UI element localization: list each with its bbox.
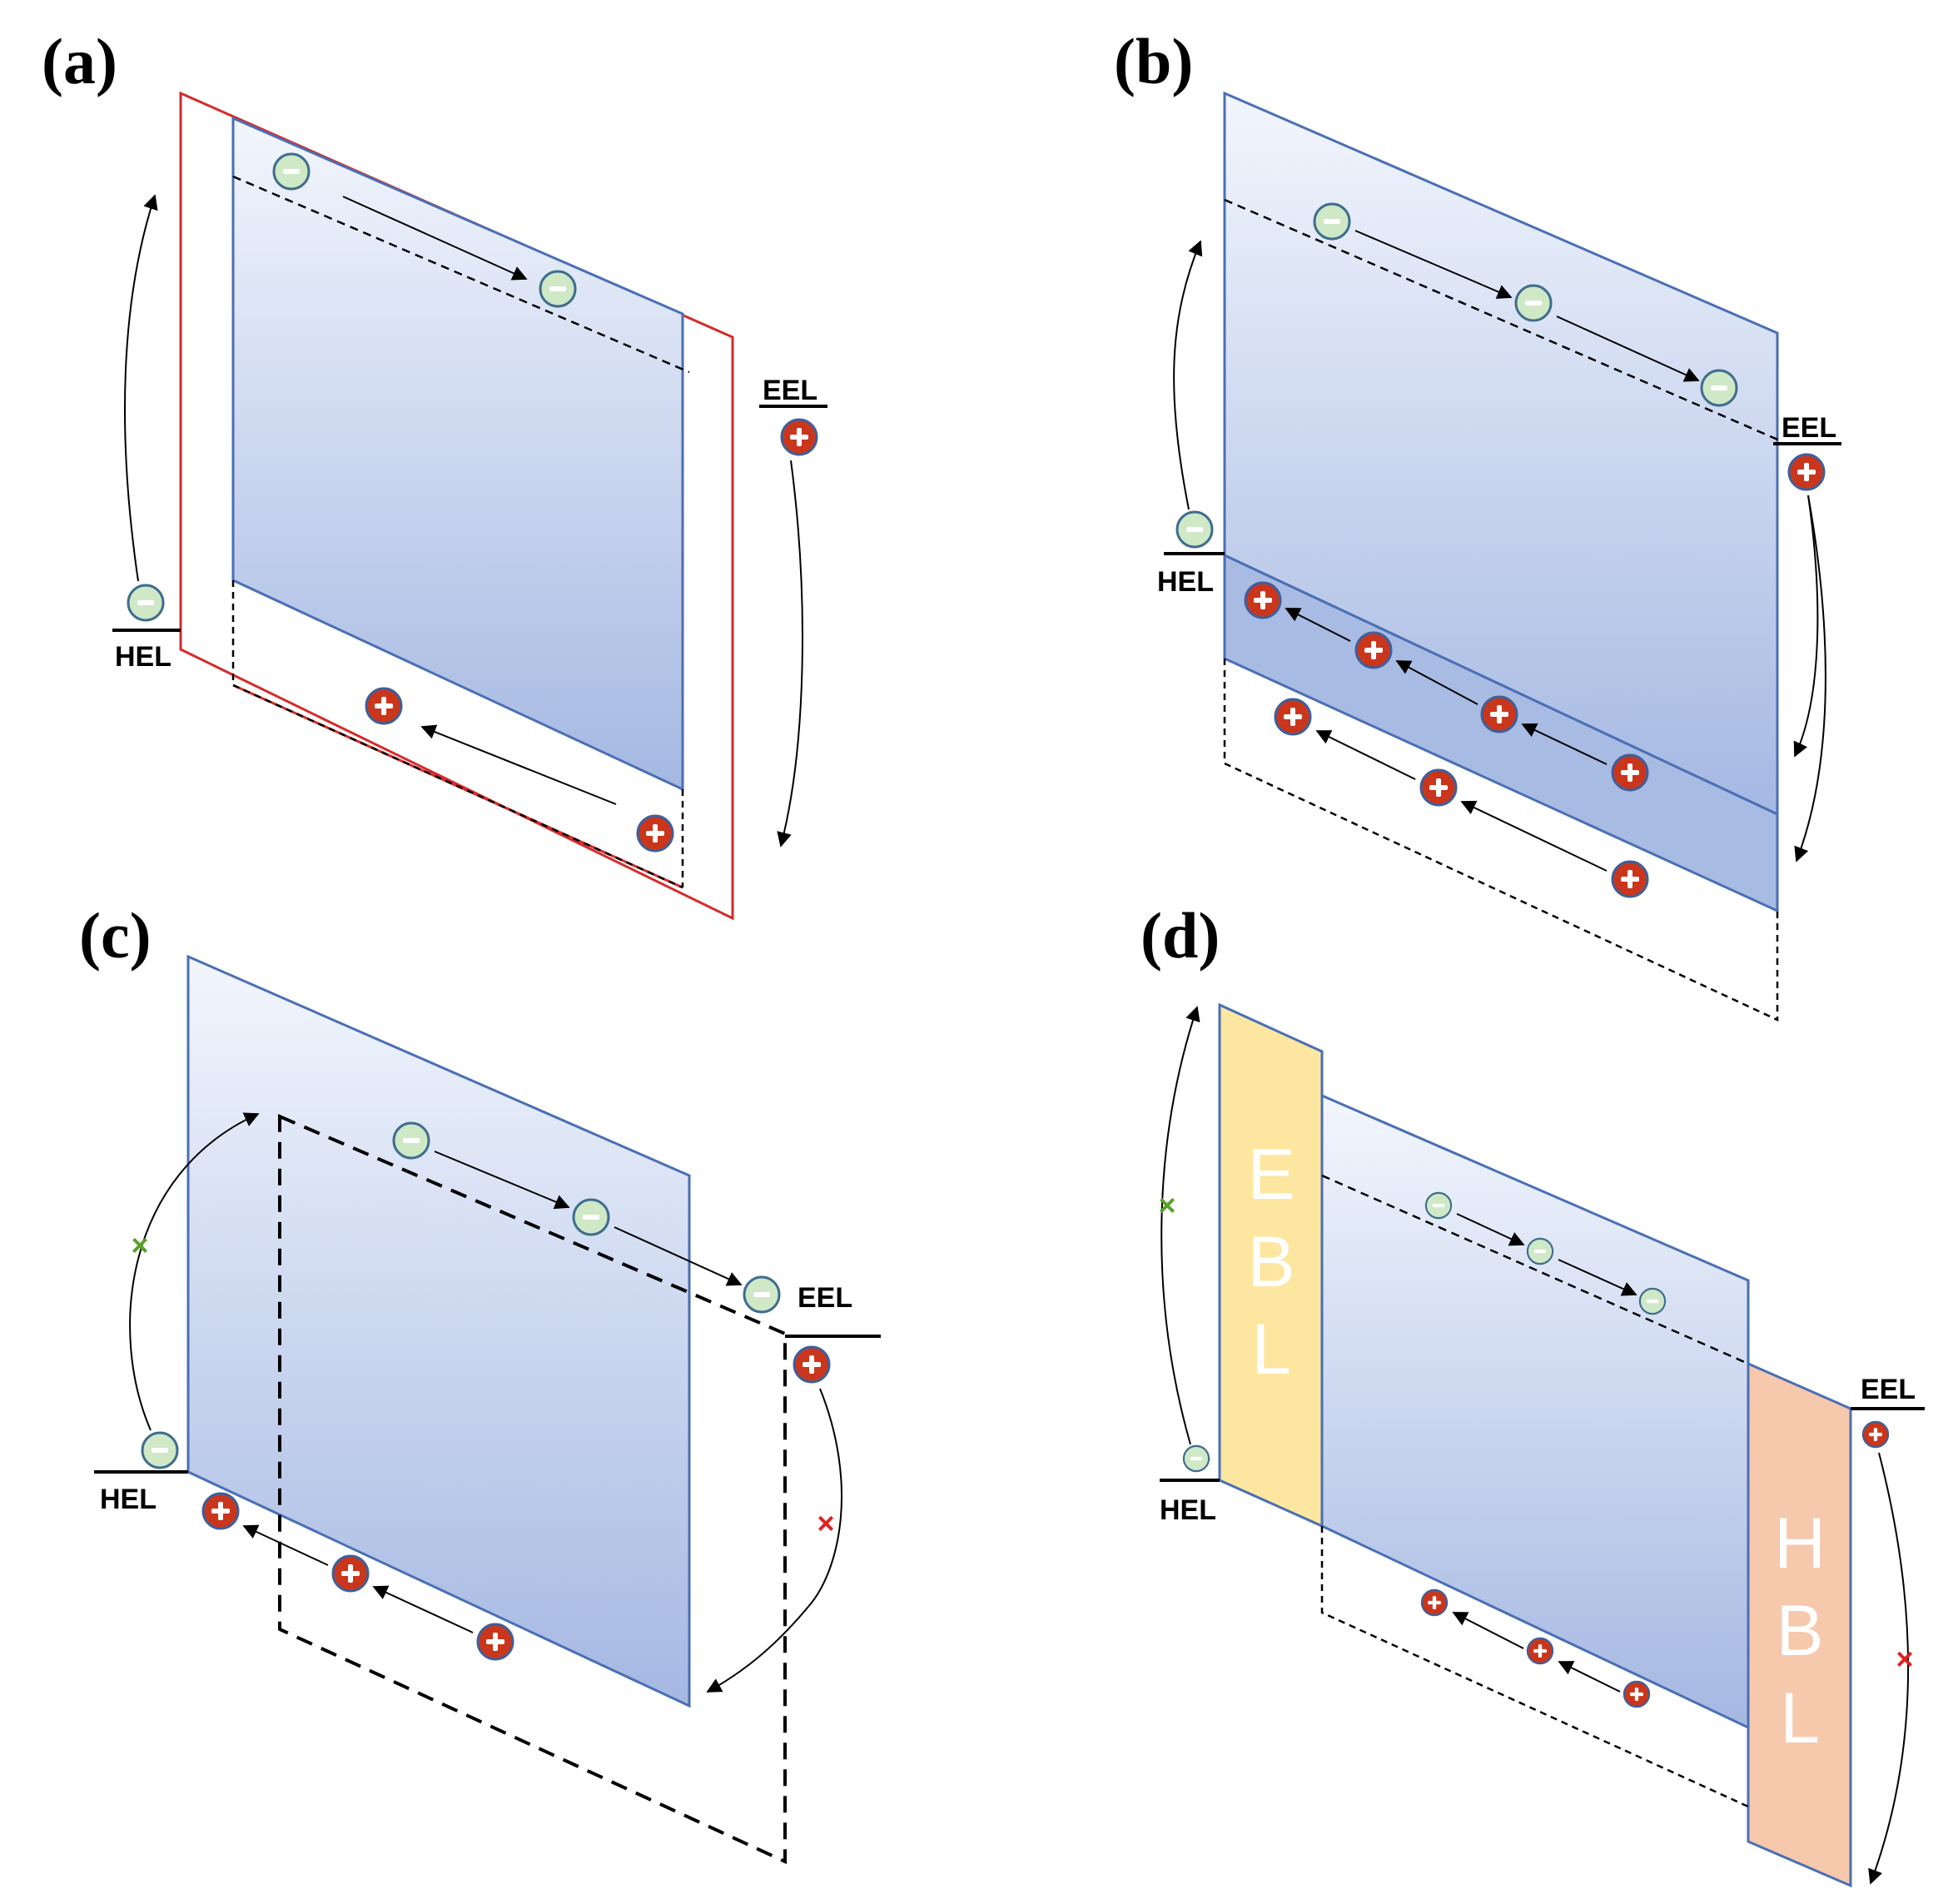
- panel-b-hole-arrow: [1521, 723, 1608, 765]
- panel-d-conduction-dashed: [1321, 1174, 1749, 1365]
- electron-icon: [272, 152, 311, 191]
- panel-b-eel-label: EEL: [1782, 412, 1836, 444]
- hole-icon: [1861, 1420, 1890, 1449]
- panel-b-electron-injection-arrow: [1173, 240, 1203, 510]
- hole-icon: [365, 687, 403, 725]
- electron-icon: [141, 1431, 179, 1469]
- hole-icon: [201, 1492, 240, 1530]
- hole-icon: [476, 1623, 514, 1661]
- hbl-letter: B: [1776, 1591, 1823, 1671]
- hole-icon: [1611, 753, 1649, 792]
- panel-b-hole-arrow: [1395, 660, 1478, 705]
- panel-b-hole-injection-arrow: [1793, 495, 1819, 758]
- electron-icon: [1700, 369, 1738, 407]
- panel-c-label: (c): [79, 899, 152, 972]
- panel-d-hel-label: HEL: [1160, 1494, 1216, 1526]
- panel-c-hole-arrow: [242, 1524, 329, 1566]
- hole-icon: [331, 1554, 370, 1593]
- hole-icon: [1244, 581, 1282, 619]
- electron-icon: [1424, 1191, 1453, 1220]
- panel-b-hole-arrow: [1460, 800, 1608, 872]
- electron-icon: [1175, 510, 1214, 549]
- panel-d-eel-label: EEL: [1861, 1374, 1916, 1405]
- panel-c-hole-injection-arrow: [706, 1388, 843, 1693]
- panel-d-electron-arrow: [1456, 1213, 1525, 1246]
- panel-c-eel-label: EEL: [798, 1282, 852, 1314]
- hole-icon: [1623, 1680, 1651, 1708]
- panel-c-blocked-electron-mark: ×: [131, 1228, 148, 1262]
- electron-icon: [539, 270, 577, 308]
- panel-b-hole-arrow: [1315, 730, 1416, 780]
- ebl-letter: B: [1247, 1222, 1295, 1302]
- hole-icon: [1420, 1588, 1449, 1617]
- panel-d-blocked-hole-mark: ×: [1896, 1642, 1913, 1676]
- ebl-letter: E: [1247, 1135, 1295, 1215]
- panel-c-dashed-layer: [278, 1113, 787, 1865]
- panel-c-hel-label: HEL: [100, 1484, 157, 1515]
- panel-a-eel-label: EEL: [763, 375, 817, 406]
- electron-icon: [1638, 1287, 1667, 1315]
- panel-d-hole-arrow: [1558, 1661, 1621, 1693]
- panel-d-hole-injection-arrow: [1868, 1452, 1910, 1885]
- hbl-layer: [1747, 1361, 1852, 1888]
- hole-icon: [1787, 453, 1826, 491]
- hole-icon: [1611, 860, 1649, 898]
- panel-b-label: (b): [1114, 25, 1193, 97]
- panel-b: (b) HEL EEL: [1114, 25, 1841, 1022]
- panel-b-hel-label: HEL: [1157, 566, 1214, 598]
- panel-c-hole-arrow: [372, 1585, 474, 1633]
- panel-a-label: (a): [42, 25, 117, 97]
- panel-b-hole-injection-arrow: [1794, 495, 1826, 863]
- panel-c: (c) HEL EEL × ×: [79, 899, 881, 1865]
- panel-d-label: (d): [1141, 899, 1220, 972]
- hole-icon: [636, 814, 674, 853]
- panel-c-electron-arrow: [614, 1226, 743, 1286]
- hbl-letter: H: [1774, 1504, 1826, 1583]
- panel-c-electron-injection-arrow: [129, 1112, 260, 1431]
- electron-icon: [1182, 1444, 1210, 1473]
- panel-a-hel-label: HEL: [115, 641, 171, 673]
- hole-icon: [1480, 695, 1518, 733]
- panel-d-hole-arrow: [1452, 1612, 1524, 1649]
- panel-b-electron-arrow: [1556, 316, 1700, 382]
- panel-b-hole-arrow: [1285, 608, 1351, 642]
- hbl-letter: L: [1780, 1678, 1820, 1758]
- electron-icon: [743, 1275, 781, 1314]
- panel-a-electron-arrow: [342, 196, 528, 281]
- panel-d-electron-injection-arrow: [1160, 1006, 1200, 1445]
- electron-icon: [1526, 1237, 1554, 1265]
- panel-c-active-layer: [186, 954, 691, 1708]
- electron-icon: [1313, 202, 1351, 241]
- panel-d-blocked-electron-mark: ×: [1158, 1188, 1175, 1222]
- hole-icon: [1274, 698, 1312, 736]
- panel-b-conduction-dashed: [1224, 198, 1782, 443]
- panel-b-electron-arrow: [1354, 230, 1513, 299]
- panel-b-valence-dashed: [1223, 659, 1779, 1022]
- panel-d-active-layer: [1320, 1093, 1750, 1730]
- panel-d-valence-dashed: [1320, 1526, 1749, 1808]
- hole-icon: [1526, 1637, 1554, 1665]
- electron-icon: [1514, 284, 1553, 322]
- panel-c-blocked-hole-mark: ×: [817, 1506, 834, 1540]
- hole-icon: [793, 1345, 831, 1384]
- hole-icon: [1419, 768, 1458, 807]
- electron-icon: [572, 1198, 610, 1236]
- panel-a-electron-injection-arrow: [123, 194, 158, 582]
- electron-icon: [392, 1121, 430, 1160]
- hole-icon: [1354, 631, 1393, 669]
- panel-d-electron-arrow: [1558, 1259, 1637, 1296]
- panel-a: (a) HEL EEL: [42, 25, 827, 921]
- panel-a-bottom-dashed: [232, 684, 683, 889]
- panel-a-hole-injection-arrow: [777, 460, 803, 848]
- panel-d: (d) E B L H B L HEL EEL × ×: [1141, 899, 1925, 1888]
- panel-a-conduction-dashed: [232, 175, 690, 374]
- hole-icon: [780, 418, 818, 456]
- panel-a-hole-arrow: [420, 724, 617, 805]
- ebl-letter: L: [1251, 1310, 1291, 1389]
- panel-c-electron-arrow: [434, 1151, 570, 1210]
- electron-icon: [127, 584, 165, 622]
